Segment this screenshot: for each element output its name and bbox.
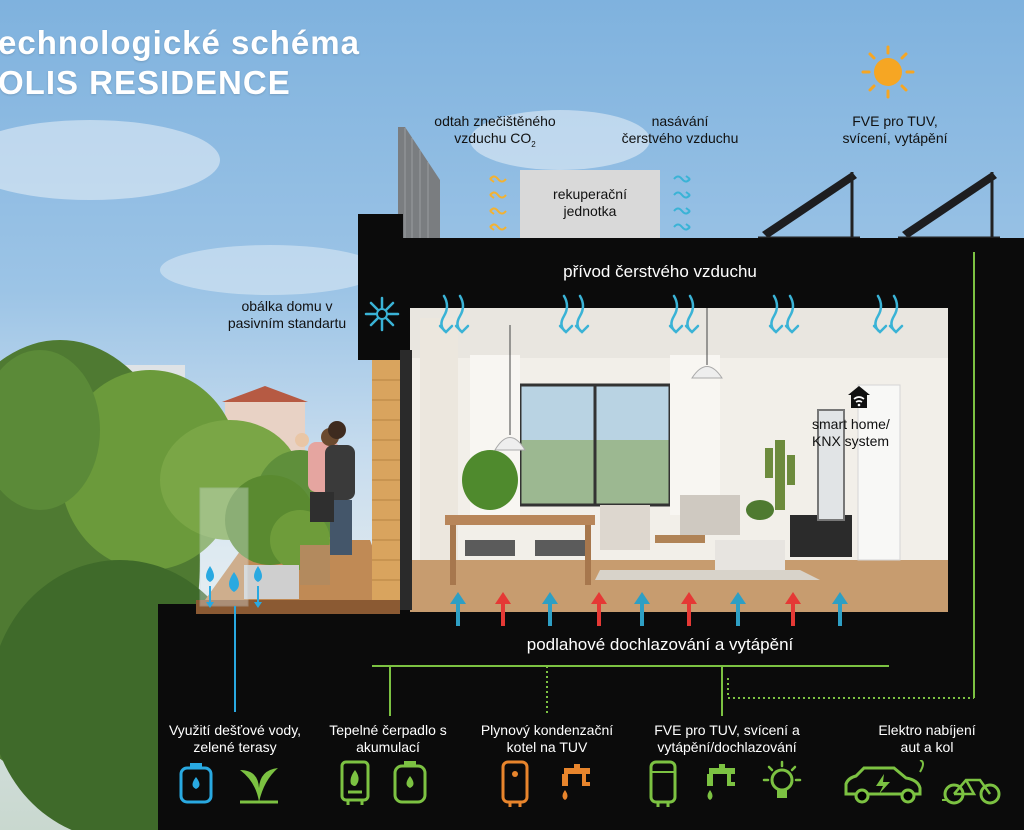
light-bulb-icon <box>762 760 802 798</box>
tap-icon <box>707 764 735 800</box>
accumulation-tank-icon <box>393 761 427 804</box>
floor-heating-label: podlahové dochlazování a vytápění <box>526 635 794 654</box>
recovery-unit-label: rekuperační jednotka <box>553 186 627 219</box>
climate-icon <box>364 296 400 332</box>
fve-top-label: FVE pro TUV, svícení, vytápění <box>842 113 948 146</box>
water-tank-icon <box>179 763 213 804</box>
heat-pump-icon <box>340 760 370 805</box>
boiler-icon <box>501 760 529 807</box>
title-line-2: OLIS RESIDENCE <box>0 64 291 101</box>
intake-air-icon <box>673 175 691 231</box>
envelope-label: obálka domu v pasivním standartu <box>227 298 347 331</box>
solar-panel-1 <box>758 172 860 240</box>
fresh-air-supply-label: přívod čerstvého vzduchu <box>563 262 757 281</box>
recovery-unit <box>520 170 660 238</box>
title-line-1: echnologické schéma <box>0 24 360 61</box>
electric-bike-icon <box>942 778 1001 805</box>
exhaust-air-icon <box>489 175 507 231</box>
water-heater-icon <box>649 760 677 807</box>
exhaust-label: odtah znečištěného vzduchu CO2 <box>434 113 556 149</box>
intake-label: nasávání čerstvého vzduchu <box>621 113 739 146</box>
bottom-item-rainwater: Využití dešťové vody,zelené terasy <box>168 722 302 755</box>
ceiling-air-arrows <box>438 294 904 334</box>
floor-arrows <box>450 592 848 626</box>
smart-home-icon <box>848 386 870 408</box>
electric-car-icon <box>844 760 924 804</box>
smart-home-label: smart home/ KNX system <box>812 416 890 449</box>
sun-icon <box>861 45 915 99</box>
solar-panel-2 <box>898 172 1000 240</box>
leaf-plant-icon <box>240 768 278 804</box>
rain-drops-icon <box>206 566 262 608</box>
hot-water-tap-icon <box>562 764 590 800</box>
